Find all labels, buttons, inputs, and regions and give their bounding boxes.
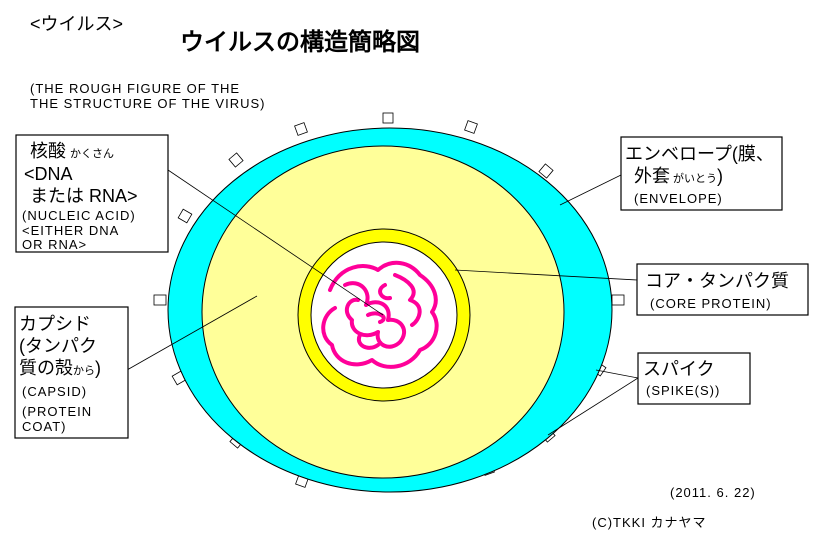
spike [611,294,625,306]
nucleic-reading: かくさん [70,147,114,160]
nucleic-en: (NUCLEIC ACID) [22,208,136,223]
nucleic-en-or: OR RNA> [22,237,87,252]
nucleic-jp: 核酸 [30,141,66,161]
nucleic-dna: <DNA [24,164,73,184]
spike [228,152,244,168]
capsid-jp: カプシド [19,314,91,334]
spike [177,208,193,224]
capsid-jp-shell: 質の殻 [19,358,73,378]
capsid-en-protein: (PROTEIN [22,404,92,419]
capsid-en: (CAPSID) [22,384,87,399]
capsid-en-coat: COAT) [22,419,66,434]
spike [382,112,394,124]
credit: (C)TKKI カナヤマ [592,515,707,530]
label-nucleic-acid: 核酸かくさん <DNA または RNA> (NUCLEIC ACID) <EIT… [15,134,169,253]
label-spike: スパイク (SPIKE(S)) [637,352,751,405]
nucleic-acid-strand [321,260,439,369]
spike [538,163,554,179]
label-capsid: カプシド (タンパク 質の殻から) (CAPSID) (PROTEIN COAT… [14,306,129,439]
capsid-jp-protein: (タンパク [19,336,97,356]
capsid-reading: から [73,364,95,377]
leader-line-envelope [559,174,622,206]
core-jp: コア・タンパク質 [645,271,789,291]
core-en: (CORE PROTEIN) [650,296,772,311]
spike-en: (SPIKE(S)) [646,383,720,398]
spike-jp: スパイク [643,359,715,379]
envelope-reading: がいとう [673,171,717,185]
spike [464,120,478,134]
nucleic-or-rna: または RNA> [30,186,138,206]
envelope-paren: ) [717,166,723,186]
date: (2011. 6. 22) [670,485,756,500]
leader-line-spike-2 [547,377,639,436]
leader-line-capsid [126,295,258,371]
leader-line-core [454,269,638,281]
label-core-protein: コア・タンパク質 (CORE PROTEIN) [636,263,809,316]
nucleic-en-either: <EITHER DNA [22,223,119,238]
envelope-jp-coat: 外套 [634,166,670,186]
subtitle-line-2: THE STRUCTURE OF THE VIRUS) [30,96,266,111]
capsid-paren: ) [95,358,101,378]
spike [294,122,308,136]
leader-line-nucleic [167,169,384,316]
page-title: ウイルスの構造簡略図 [180,28,420,56]
leader-line-spike-1 [595,369,639,379]
label-envelope: エンベロープ(膜、 外套がいとう) (ENVELOPE) [620,136,783,211]
envelope-en: (ENVELOPE) [634,191,723,206]
header-tag: <ウイルス> [30,14,123,34]
subtitle-line-1: (THE ROUGH FIGURE OF THE [30,81,240,96]
spike [153,294,167,306]
envelope-jp: エンベロープ(膜、 [625,144,774,164]
svg-text:質の殻から): 質の殻から) [19,358,101,378]
